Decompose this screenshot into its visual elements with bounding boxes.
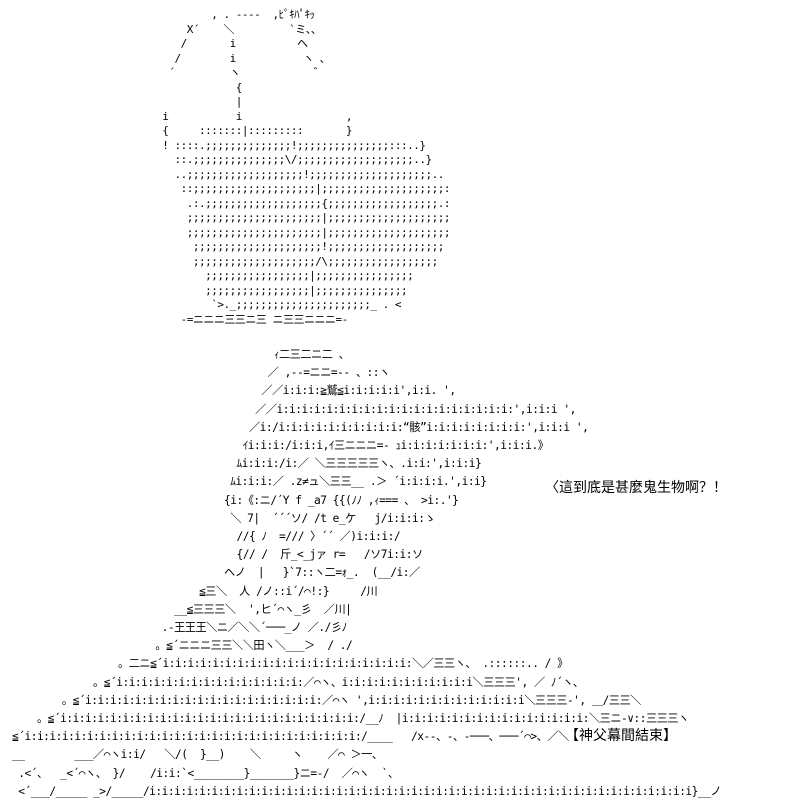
ascii-art-bucket-cracking: , . ---- ,ﾋﾟｷﾊﾟｷｯ X´ ＼ `ミ、、 / i へ / i ヽ …: [162, 8, 451, 326]
question-caption: 〈這到底是甚麼鬼生物啊？！: [545, 480, 727, 496]
end-marker-caption: 【神父幕間結束】: [565, 728, 677, 744]
